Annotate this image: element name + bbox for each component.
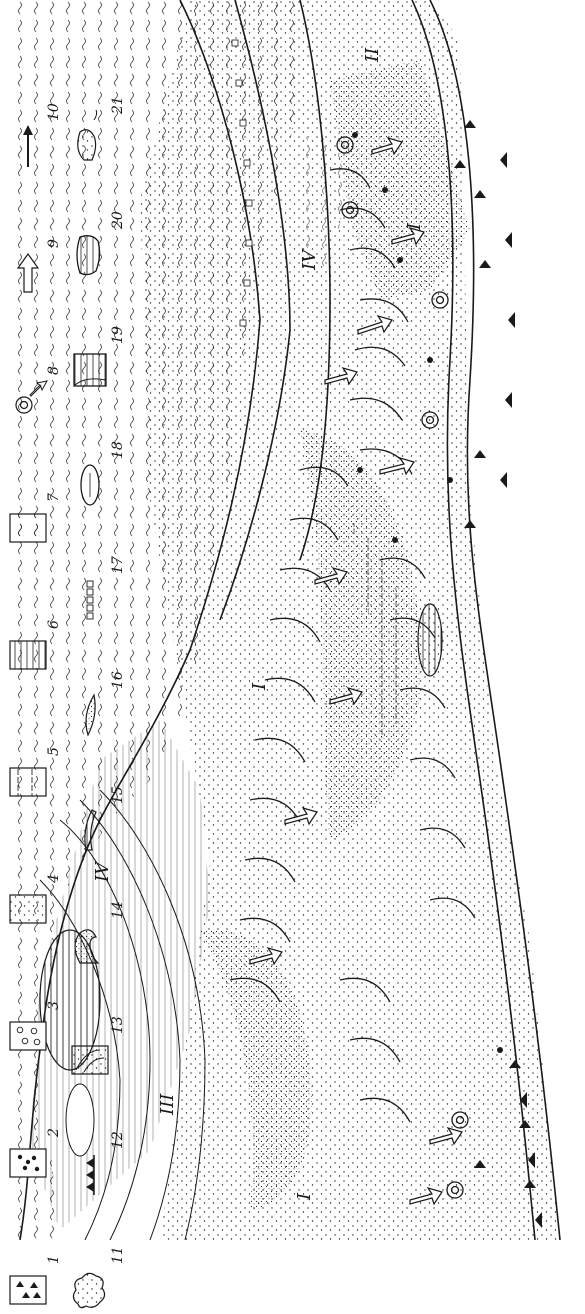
legend-number: 10 (46, 103, 62, 121)
legend-number: 6 (46, 620, 62, 629)
legend-number: 17 (110, 556, 126, 574)
sand-stipple-icon (10, 895, 46, 923)
legend-number: 12 (110, 1131, 126, 1149)
legend-number: 15 (110, 786, 126, 804)
zone-iv-lower: IV (92, 860, 113, 883)
legend-number: 3 (46, 1001, 62, 1010)
chain-of-squares-icon (87, 581, 93, 619)
zone-i-lower: I (294, 1192, 315, 1201)
legend-number: 4 (46, 874, 62, 884)
legend-number: 1 (46, 1255, 62, 1264)
legend-number: 20 (110, 211, 126, 230)
legend-number: 13 (110, 1016, 126, 1034)
legend-item-11: 11 (73, 1246, 126, 1307)
wavy-marl-icon (10, 514, 46, 542)
zone-iv-upper: IV (299, 248, 320, 271)
lens-body-icon (81, 465, 99, 505)
legend-number: 8 (46, 366, 62, 375)
silt-dashes-icon (10, 768, 46, 796)
zone-ii-upper: II (362, 47, 383, 63)
zone-i-middle: I (249, 682, 270, 691)
legend-number: 14 (110, 901, 126, 919)
legend-number: 21 (110, 96, 126, 115)
legend-number: 5 (46, 747, 62, 756)
legend-number: 7 (46, 493, 62, 502)
breccia-triangles-icon (10, 1276, 46, 1304)
gravel-dots-icon (10, 1149, 46, 1177)
pebbles-circles-icon (10, 1022, 46, 1050)
legend-number: 16 (110, 671, 126, 689)
boxed-lines-icon (74, 354, 106, 386)
legend-number: 18 (110, 441, 126, 459)
cloud-body-icon (73, 1273, 104, 1307)
legend-number: 2 (46, 1128, 62, 1138)
legend-number: 9 (46, 239, 62, 248)
cross-bedded-box-icon (72, 1046, 108, 1074)
legend-item-1: 1 (10, 1255, 62, 1304)
legend-number: 19 (110, 326, 126, 344)
clay-lines-icon (10, 641, 46, 669)
legend-number: 11 (110, 1246, 126, 1264)
zone-iii-lower: III (157, 1093, 178, 1116)
zone-i-upper: I (404, 222, 425, 231)
ridged-body-icon (77, 236, 100, 275)
